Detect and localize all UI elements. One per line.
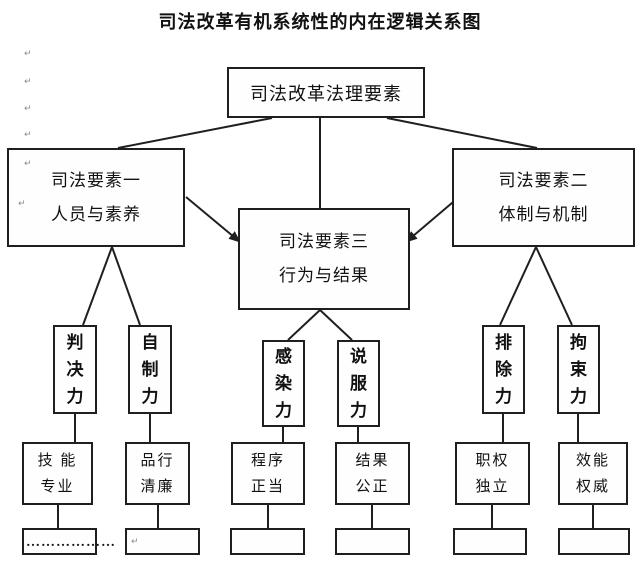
node-empty-stub	[335, 528, 410, 555]
node-factor2-line1: 司法要素二	[498, 170, 589, 190]
return-mark-icon: ↵	[24, 159, 32, 169]
return-mark-icon: ↵	[131, 537, 139, 547]
node-force-judgment-label: 判决力	[66, 333, 84, 406]
node-factor1-line1: 司法要素一	[51, 170, 141, 190]
node-factor1-line2: 人员与素养	[51, 204, 141, 224]
node-quality-fair-result: 结果 公正	[335, 442, 410, 505]
node-quality-integrity: 品行 清廉	[125, 442, 190, 505]
node-quality-authority-label: 效能 权威	[575, 452, 610, 495]
node-factor3: 司法要素三 行为与结果	[238, 208, 410, 310]
node-empty-stub	[453, 528, 527, 555]
node-force-self-restraint: 自制力	[128, 325, 172, 414]
node-force-binding: 拘束力	[557, 325, 600, 414]
node-factor1: 司法要素一 人员与素养	[7, 148, 185, 247]
node-force-exclusion-label: 排除力	[495, 333, 512, 406]
node-force-persuasion-label: 说服力	[350, 347, 367, 420]
node-quality-fair-result-label: 结果 公正	[355, 452, 390, 495]
node-quality-independence: 职权 独立	[455, 442, 530, 505]
diagram-title: 司法改革有机系统性的内在逻辑关系图	[158, 12, 482, 32]
node-force-influence-label: 感染力	[275, 347, 292, 420]
node-empty-stub	[558, 528, 630, 555]
node-quality-skill-label: 技 能 专业	[37, 452, 78, 495]
node-force-self-restraint-label: 自制力	[141, 333, 159, 406]
node-quality-due-process: 程序 正当	[231, 442, 305, 505]
return-mark-icon: ↵	[24, 77, 32, 87]
return-mark-icon: ↵	[18, 199, 26, 209]
return-mark-icon: ↵	[24, 49, 32, 59]
node-force-persuasion: 说服力	[337, 340, 380, 427]
node-root: 司法改革法理要素	[227, 67, 425, 118]
arrow-factor2-to-factor3	[405, 196, 460, 243]
dotted-ellipsis-text: ………………	[26, 535, 116, 550]
node-quality-independence-label: 职权 独立	[475, 452, 510, 495]
node-empty-stub	[230, 528, 305, 555]
node-factor3-line2: 行为与结果	[279, 266, 369, 285]
node-force-binding-label: 拘束力	[570, 333, 587, 406]
node-quality-authority: 效能 权威	[558, 442, 628, 505]
return-mark-icon: ↵	[24, 130, 32, 140]
node-quality-integrity-label: 品行 清廉	[140, 452, 175, 495]
node-quality-due-process-label: 程序 正当	[250, 452, 285, 495]
arrow-factor1-to-factor3	[185, 196, 241, 243]
node-force-influence: 感染力	[262, 340, 305, 427]
node-factor3-line1: 司法要素三	[279, 232, 369, 251]
return-mark-icon: ↵	[24, 104, 32, 114]
node-force-judgment: 判决力	[53, 325, 97, 414]
node-empty-stub	[22, 528, 97, 555]
node-factor2: 司法要素二 体制与机制	[452, 148, 635, 247]
node-force-exclusion: 排除力	[482, 325, 525, 414]
node-factor2-line2: 体制与机制	[498, 204, 589, 224]
node-empty-stub	[125, 528, 200, 555]
node-quality-skill: 技 能 专业	[22, 442, 93, 505]
node-root-label: 司法改革法理要素	[250, 83, 402, 104]
